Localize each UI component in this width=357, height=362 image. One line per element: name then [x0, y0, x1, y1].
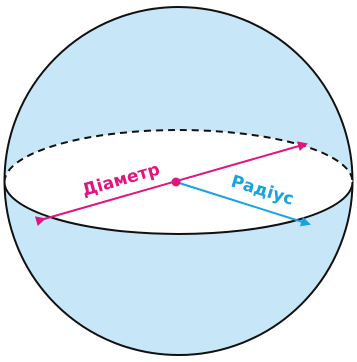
cross-section-back-edge — [3, 129, 354, 183]
radius-arrow — [175, 181, 311, 227]
cross-section-front-edge — [3, 181, 354, 235]
center-point — [171, 177, 181, 187]
